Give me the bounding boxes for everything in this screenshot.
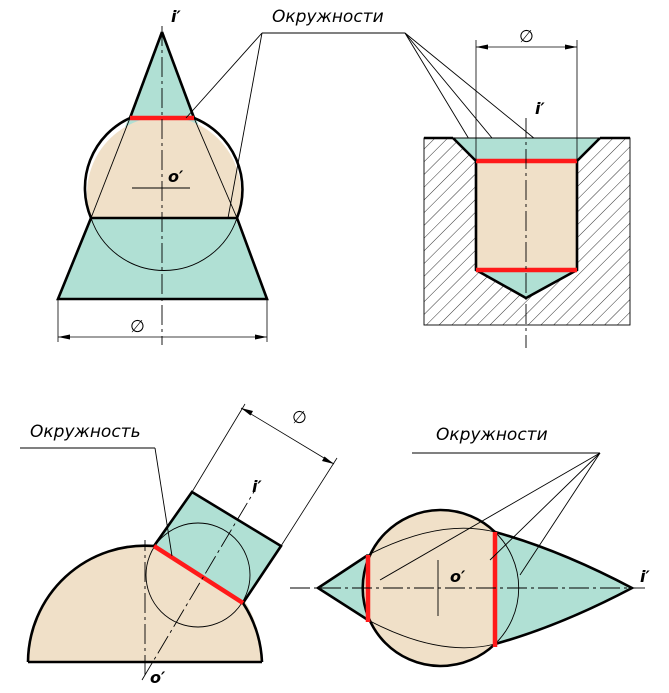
figure-sphere-lens: Окружности i′ o′ bbox=[290, 425, 650, 668]
drill-point bbox=[476, 270, 577, 298]
axis-label: i′ bbox=[252, 477, 262, 496]
axis-label: i′ bbox=[171, 7, 181, 26]
center-label: o′ bbox=[150, 668, 166, 687]
callout-label: Окружности bbox=[436, 425, 548, 445]
axis-label: i′ bbox=[640, 567, 650, 586]
axis-label: i′ bbox=[535, 99, 545, 118]
figure-countersunk-hole: ∅ i′ bbox=[423, 27, 631, 348]
center-label: o′ bbox=[450, 567, 466, 586]
center-label: o′ bbox=[168, 167, 184, 186]
figure-cone-sphere: ∅ i′ o′ bbox=[56, 7, 269, 345]
hole-cylinder bbox=[476, 161, 577, 270]
cylinder-body bbox=[154, 492, 281, 603]
intersection-circle-line bbox=[152, 544, 245, 605]
diameter-symbol: ∅ bbox=[292, 408, 307, 428]
sphere-body bbox=[87, 116, 241, 218]
diameter-symbol: ∅ bbox=[130, 317, 145, 337]
callout-label: Окружности bbox=[272, 7, 384, 27]
countersink-cone bbox=[453, 138, 600, 161]
diameter-symbol: ∅ bbox=[519, 27, 534, 47]
figure-hemisphere-cylinder: ∅ Окружность i′ o′ bbox=[20, 403, 338, 687]
callout-label: Окружность bbox=[30, 422, 141, 442]
